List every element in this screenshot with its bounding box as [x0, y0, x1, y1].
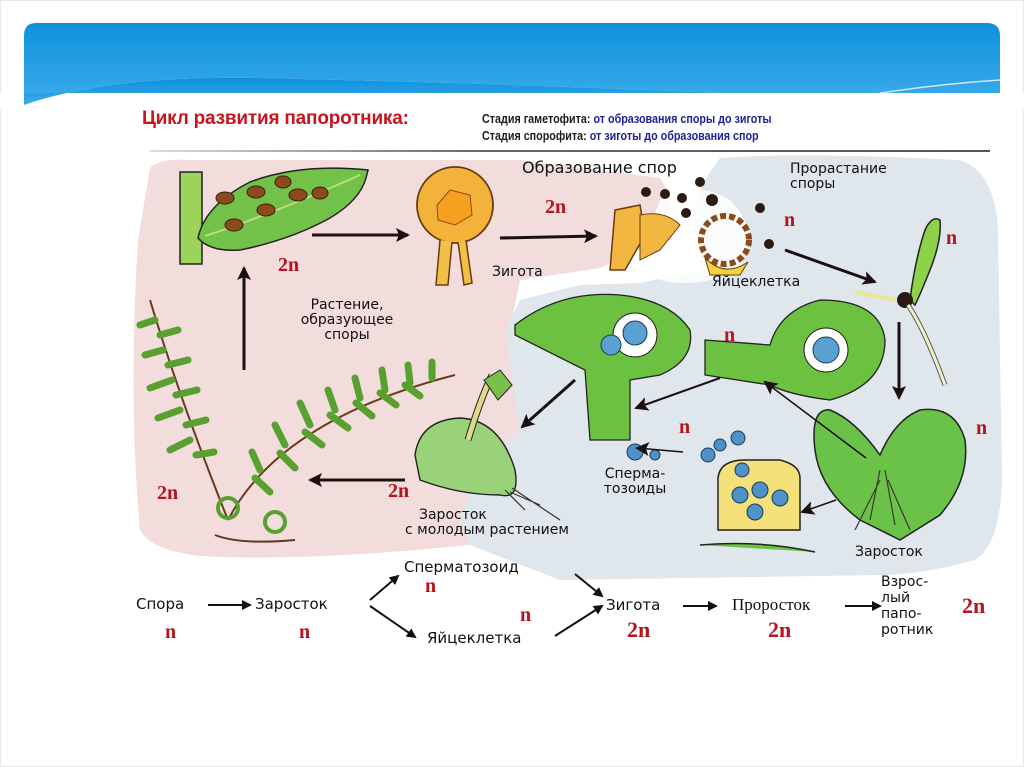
label-prothallus-young-line1: Заросток	[419, 507, 487, 523]
label-spore-germination-line1: Прорастание	[790, 161, 887, 177]
page-title: Цикл развития папоротника:	[142, 108, 409, 129]
flow-adult-line4: ротник	[881, 622, 934, 638]
ploidy-protonema: n	[946, 227, 958, 249]
flow-prothallus: Заросток	[255, 595, 328, 613]
gametophyte-stage: Стадия гаметофита: от образования споры …	[482, 112, 772, 126]
flow-arrow-sperm-zygote	[574, 573, 604, 598]
banner-wave-right	[879, 79, 1001, 94]
flow-sperm-ploidy: n	[425, 575, 437, 597]
sporophyte-stage: Стадия спорофита: от зиготы до образован…	[482, 129, 759, 143]
arrow-zygote-to-sporangium	[499, 229, 598, 244]
zygote-sporangium-illustration	[416, 166, 494, 286]
archegonium-illustration	[514, 293, 692, 441]
flow-adult-line2: лый	[881, 590, 911, 606]
ploidy-leaf: 2n	[278, 254, 300, 276]
label-spore-plant-line1: Растение,	[310, 297, 384, 313]
ploidy-plant: 2n	[157, 482, 179, 504]
arrow-archegonium-to-young	[520, 378, 576, 429]
label-zygote: Зигота	[492, 264, 543, 280]
prothallus-illustration	[813, 408, 967, 541]
flow-sperm: Сперматозоид	[404, 558, 519, 576]
label-spore-germination: Прорастание споры	[790, 162, 950, 192]
label-egg-cell: Яйцеклетка	[712, 274, 801, 290]
label-sperm-cells: Сперма- тозоиды	[590, 467, 680, 497]
flow-arrow-to-sperm	[369, 574, 400, 601]
flow-spore-ploidy: n	[165, 621, 177, 643]
sporophyte-value: от зиготы до образования спор	[589, 129, 759, 143]
label-prothallus-young-plant: Заросток с молодым растением	[405, 508, 615, 538]
gametophyte-value: от образования споры до зиготы	[593, 112, 772, 126]
label-sperm-line1: Сперма-	[604, 466, 666, 482]
label-sperm-line2: тозоиды	[603, 481, 667, 497]
label-prothallus: Заросток	[855, 544, 923, 560]
young-sporophyte-illustration	[414, 369, 561, 521]
label-spore-formation: Образование спор	[522, 158, 677, 177]
flow-arrow-to-egg	[369, 605, 417, 639]
label-spore-plant: Растение, образующее споры	[262, 298, 432, 343]
flow-zygote: Зигота	[606, 596, 661, 614]
ploidy-prothallus: n	[976, 417, 988, 439]
label-spore-germination-line2: споры	[790, 176, 836, 192]
ploidy-archegonium: n	[724, 324, 736, 346]
flow-zygote-ploidy: 2n	[627, 617, 651, 642]
label-spore-plant-line3: споры	[324, 327, 370, 343]
flow-sprout: Проросток	[732, 595, 811, 614]
arrow-prothallus-to-section	[763, 380, 867, 459]
title-block: Цикл развития папоротника: Стадия гамето…	[136, 106, 936, 150]
flow-sprout-ploidy: 2n	[768, 617, 792, 642]
ploidy-sporangium: 2n	[545, 196, 567, 218]
cycle-arrows	[237, 228, 906, 515]
flow-spore: Спора	[136, 595, 185, 613]
flow-egg-ploidy: n	[520, 604, 532, 626]
ploidy-young-plant: 2n	[388, 480, 410, 502]
gametophyte-label: Стадия гаметофита:	[482, 112, 591, 126]
ploidy-antheridium: n	[679, 416, 691, 438]
antheridium-illustration	[626, 430, 816, 553]
arrow-sperm-to-arch	[635, 442, 684, 457]
sporophyte-label: Стадия спорофита:	[482, 129, 587, 143]
arrow-spores-to-protonema	[784, 248, 877, 285]
flow-arrows	[208, 573, 882, 639]
flow-arrow-egg-zygote	[554, 604, 604, 637]
ploidy-spores: n	[784, 209, 796, 231]
flow-prothallus-ploidy: n	[299, 621, 311, 643]
title-divider	[150, 150, 990, 152]
germinating-spore-illustration	[854, 218, 948, 386]
header-banner	[0, 23, 1024, 110]
sporophyte-zone	[133, 159, 671, 558]
flow-adult-ploidy: 2n	[962, 593, 986, 618]
label-spore-plant-line2: образующее	[300, 312, 394, 328]
flow-adult-fern: Взрос- лый папо- ротник	[881, 574, 933, 638]
flow-adult-line3: папо-	[881, 606, 922, 622]
flow-egg: Яйцеклетка	[427, 629, 522, 647]
banner-shape	[24, 23, 1000, 105]
arrow-prothallus-to-antheridium	[800, 499, 837, 515]
label-prothallus-young-line2: с молодым растением	[405, 522, 569, 538]
archegonium-section-illustration	[704, 299, 886, 401]
spores	[641, 177, 774, 249]
sporangium-spores-illustration	[609, 177, 774, 276]
leaf-with-sori-illustration	[179, 167, 369, 265]
flow-adult-line1: Взрос-	[881, 574, 929, 590]
fern-plant-illustration	[136, 299, 456, 543]
arrow-section-to-arch	[634, 377, 721, 411]
